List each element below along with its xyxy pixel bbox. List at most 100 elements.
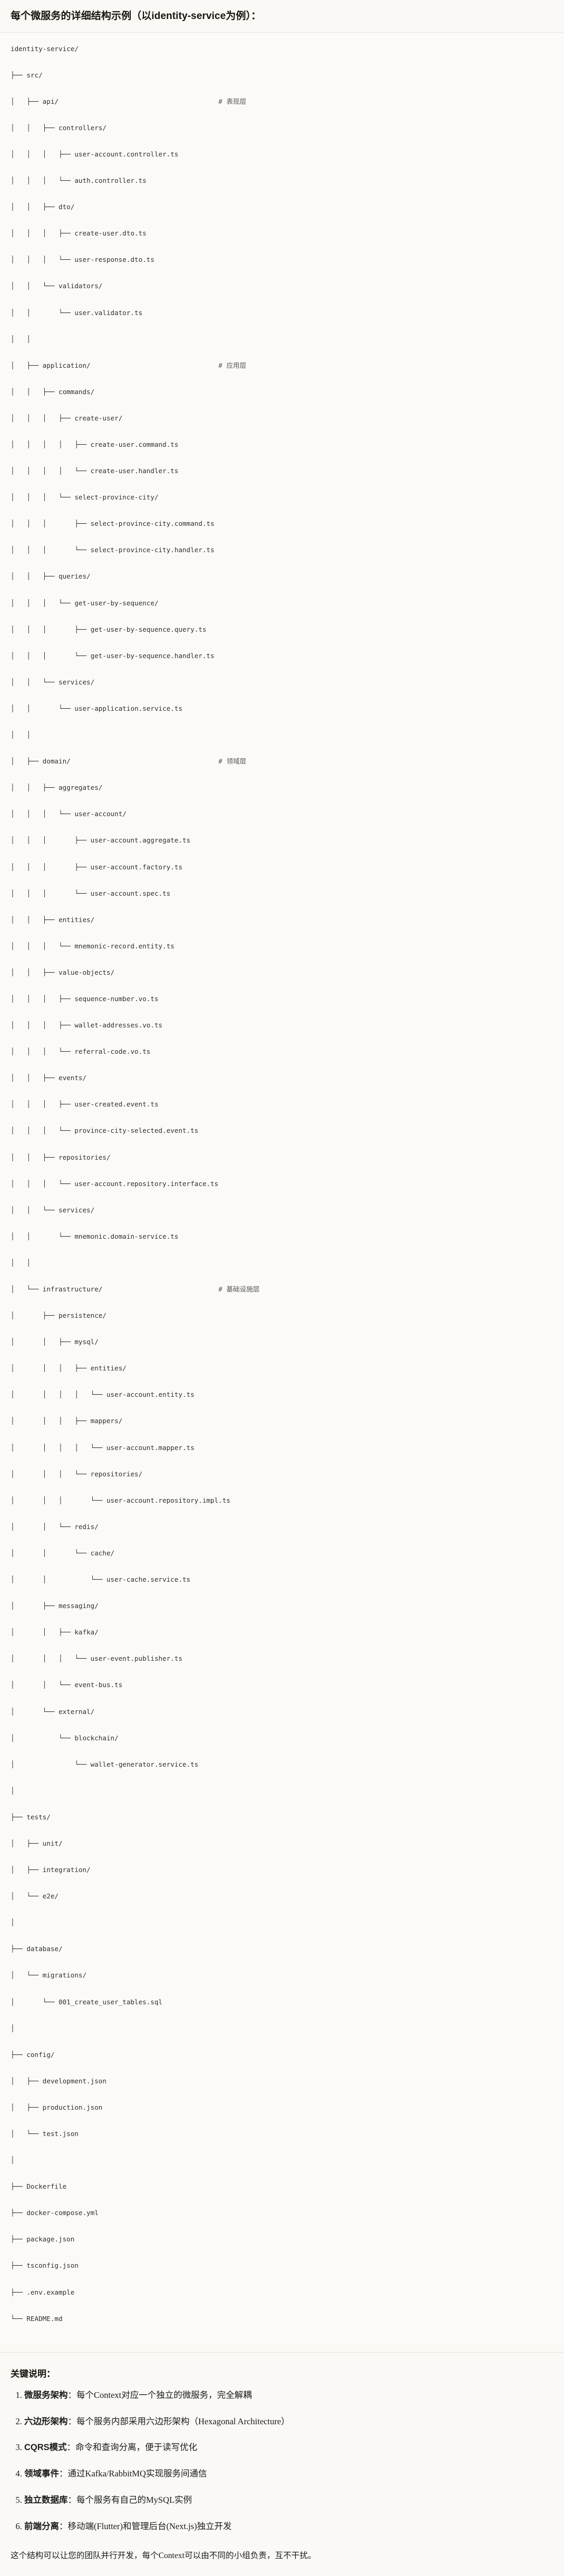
tree-line-path: │ │ ├── repositories/ [11, 1153, 111, 1161]
tree-line-path: │ │ │ └── user-event.publisher.ts [11, 1654, 183, 1663]
tree-line-path: │ │ ├── controllers/ [11, 123, 106, 132]
tree-line-path: │ [11, 2156, 15, 2164]
tree-line-path: │ │ │ ├── select-province-city.command.t… [11, 520, 215, 528]
tree-line: │ │ │ ├── user-created.event.ts [11, 1098, 553, 1111]
tree-line: │ │ │ └── get-user-by-sequence/ [11, 596, 553, 610]
tree-line-path: │ │ │ └── user-account/ [11, 810, 127, 818]
tree-line: │ │ │ └── user-account.spec.ts [11, 887, 553, 900]
tree-line-path: ├── tsconfig.json [11, 2261, 79, 2270]
tree-line-path: │ [11, 2024, 15, 2032]
tree-line-path: │ │ │ └── user-account.repository.interf… [11, 1179, 219, 1188]
tree-line: │ │ │ │ ├── create-user.command.ts [11, 438, 553, 451]
tree-line-path: │ │ │ └── select-province-city.handler.t… [11, 546, 215, 554]
key-note-item: 领域事件：通过Kafka/RabbitMQ实现服务间通信 [24, 2467, 553, 2481]
tree-line: │ │ [11, 332, 553, 346]
tree-line: ├── config/ [11, 2048, 553, 2061]
tree-line: │ └── wallet-generator.service.ts [11, 1758, 553, 1771]
tree-line: │ └── 001_create_user_tables.sql [11, 1995, 553, 2009]
tree-line-path: │ └── wallet-generator.service.ts [11, 1760, 199, 1768]
tree-line: │ │ ├── aggregates/ [11, 781, 553, 794]
tree-line: │ │ │ ├── create-user/ [11, 412, 553, 425]
tree-line-comment: # 基础设施层 [218, 1285, 260, 1293]
tree-line-path: │ │ │ ├── wallet-addresses.vo.ts [11, 1021, 163, 1030]
tree-line-path: │ │ │ └── get-user-by-sequence/ [11, 599, 159, 607]
tree-line-path: │ │ │ ├── user-account.aggregate.ts [11, 836, 191, 845]
tree-line: │ ├── persistence/ [11, 1309, 553, 1322]
tree-line-comment: # 应用层 [218, 361, 247, 369]
tree-line-path: │ │ │ └── mnemonic-record.entity.ts [11, 942, 174, 950]
key-note-description: 移动端(Flutter)和管理后台(Next.js)独立开发 [67, 2521, 232, 2531]
tree-line-gap [71, 757, 219, 765]
tree-line: │ │ │ └── province-city-selected.event.t… [11, 1124, 553, 1137]
tree-line-path: │ ├── development.json [11, 2077, 106, 2085]
tree-line-path: │ │ └── services/ [11, 678, 95, 686]
tree-line-path: │ │ │ ├── entities/ [11, 1364, 127, 1373]
tree-line-comment: # 领域层 [218, 757, 247, 766]
tree-line: ├── tsconfig.json [11, 2259, 553, 2272]
tree-line-path: │ │ └── cache/ [11, 1549, 115, 1557]
tree-line-gap [102, 1285, 218, 1293]
tree-line: │ │ │ ├── user-account.controller.ts [11, 148, 553, 161]
tree-line-path: │ │ │ │ ├── create-user.command.ts [11, 440, 179, 448]
key-note-term: 微服务架构 [24, 2390, 68, 2400]
tree-line-path: ├── database/ [11, 1945, 63, 1953]
tree-line-path: │ │ ├── aggregates/ [11, 783, 103, 792]
tree-line: ├── tests/ [11, 1810, 553, 1824]
tree-line-path: │ └── e2e/ [11, 1892, 59, 1901]
tree-line-path: │ │ └── user.validator.ts [11, 308, 143, 317]
tree-line: ├── Dockerfile [11, 2180, 553, 2193]
tree-line-path: │ │ ├── queries/ [11, 572, 91, 581]
tree-line: │ ├── api/ # 表现层 [11, 95, 553, 108]
tree-line-path: │ │ │ └── user-account.repository.impl.t… [11, 1496, 231, 1504]
key-note-description: 命令和查询分离，便于读写优化 [75, 2442, 198, 2453]
key-note-term: 前端分离 [24, 2521, 59, 2531]
tree-line-path: │ ├── api/ [11, 97, 59, 105]
page-title: 每个微服务的详细结构示例（以identity-service为例）： [11, 11, 261, 22]
tree-line: │ ├── domain/ # 领域层 [11, 755, 553, 768]
tree-line: │ │ ├── queries/ [11, 570, 553, 583]
tree-line: │ │ │ ├── sequence-number.vo.ts [11, 992, 553, 1005]
tree-line-path: │ │ │ ├── sequence-number.vo.ts [11, 994, 159, 1003]
tree-line-path: identity-service/ [11, 44, 79, 53]
tree-line: │ │ │ ├── user-account.factory.ts [11, 860, 553, 874]
tree-line-path: │ └── migrations/ [11, 1971, 87, 1980]
tree-line: │ └── e2e/ [11, 1889, 553, 1903]
tree-line-path: ├── config/ [11, 2050, 55, 2059]
tree-line: │ │ ├── events/ [11, 1071, 553, 1084]
tree-line-path: │ │ └── validators/ [11, 282, 103, 290]
tree-line-path: │ │ └── event-bus.ts [11, 1681, 123, 1689]
key-note-description: 通过Kafka/RabbitMQ实现服务间通信 [67, 2469, 207, 2479]
tree-line-path: │ ├── domain/ [11, 757, 71, 766]
tree-line: │ │ │ ├── get-user-by-sequence.query.ts [11, 623, 553, 636]
tree-line: │ │ │ │ └── create-user.handler.ts [11, 464, 553, 477]
tree-line-path: │ │ ├── kafka/ [11, 1628, 99, 1637]
tree-line-path: ├── src/ [11, 71, 43, 79]
tree-line: ├── database/ [11, 1942, 553, 1955]
key-note-term: 独立数据库 [24, 2495, 68, 2505]
tree-line: ├── package.json [11, 2232, 553, 2246]
tree-line-path: │ │ │ ├── user-created.event.ts [11, 1100, 159, 1109]
tree-line-path: │ │ │ ├── create-user.dto.ts [11, 229, 147, 238]
tree-line-comment: # 表现层 [218, 97, 247, 105]
tree-line-path: │ [11, 1786, 15, 1795]
tree-line-path: │ │ ├── events/ [11, 1074, 87, 1082]
tree-line-path: │ │ └── user-application.service.ts [11, 704, 183, 712]
tree-line: │ │ ├── kafka/ [11, 1625, 553, 1639]
tree-line: │ │ │ └── mnemonic-record.entity.ts [11, 939, 553, 953]
tree-line-path: └── README.md [11, 2314, 63, 2323]
tree-line: │ [11, 2022, 553, 2035]
tree-line: │ │ ├── controllers/ [11, 121, 553, 134]
tree-line-path: ├── docker-compose.yml [11, 2209, 99, 2217]
tree-line: │ │ │ └── user-account.repository.impl.t… [11, 1494, 553, 1507]
key-note-separator: ： [66, 2442, 76, 2453]
tree-line-path: │ │ │ │ └── create-user.handler.ts [11, 467, 179, 475]
tree-line-path: │ ├── production.json [11, 2103, 103, 2111]
tree-line-path: │ │ ├── dto/ [11, 203, 75, 211]
tree-line: │ [11, 1916, 553, 1929]
tree-line: │ │ ├── value-objects/ [11, 966, 553, 979]
key-note-item: 微服务架构：每个Context对应一个独立的微服务，完全解耦 [24, 2389, 553, 2402]
tree-line: ├── src/ [11, 68, 553, 82]
tree-line-path: │ │ │ │ └── user-account.mapper.ts [11, 1443, 195, 1452]
tree-line-path: │ │ │ └── province-city-selected.event.t… [11, 1127, 199, 1135]
key-note-description: 每个服务内部采用六边形架构（Hexagonal Architecture） [76, 2416, 290, 2426]
